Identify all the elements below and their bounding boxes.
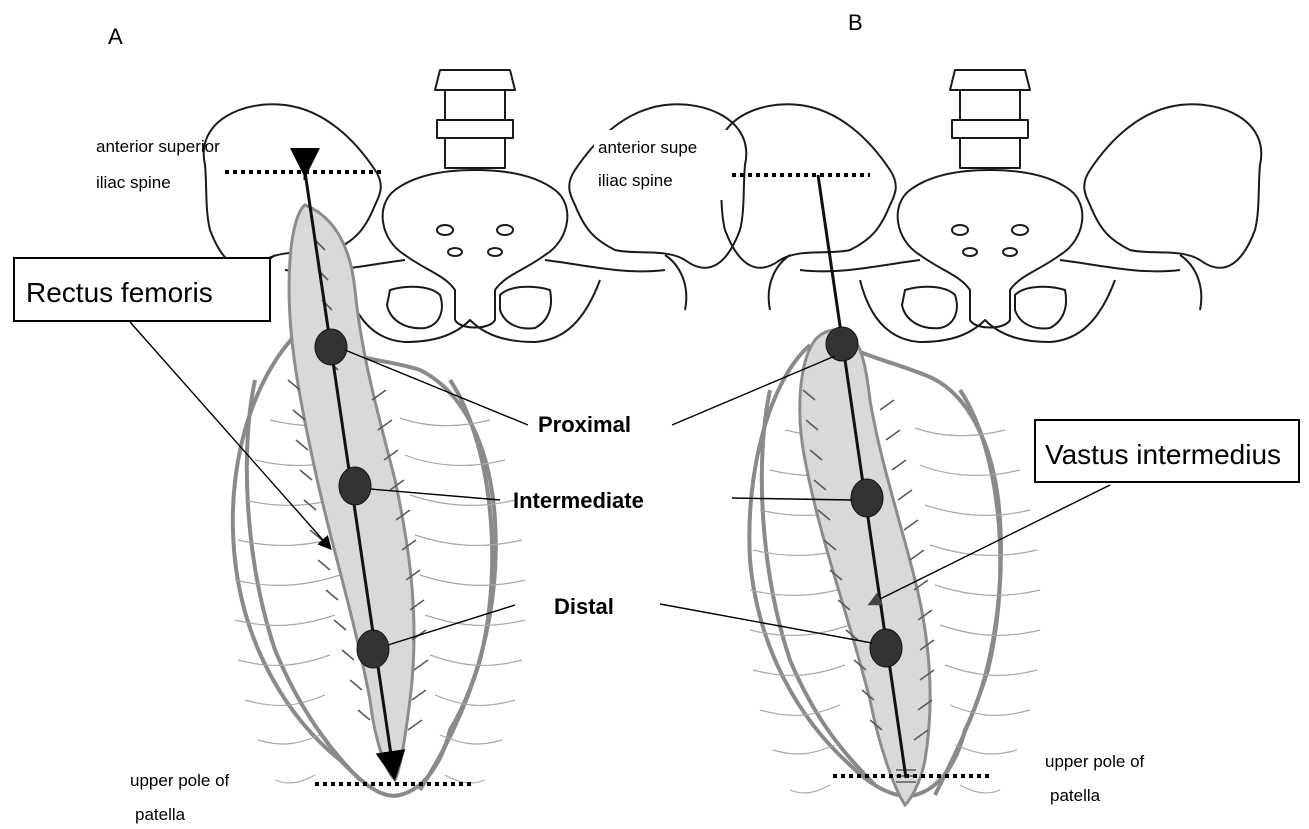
svg-text:patella: patella (135, 805, 186, 824)
asis-label-b: anterior supe (598, 138, 697, 157)
site-marker-distal-b (870, 629, 902, 667)
muscle-label-b: Vastus intermedius (1045, 439, 1281, 470)
site-marker-proximal-a (315, 329, 347, 365)
panel-letter-a: A (108, 24, 123, 49)
site-marker-intermediate-a (339, 467, 371, 505)
site-label-intermediate: Intermediate (513, 488, 644, 513)
patella-label-a-line2: patella (135, 805, 186, 824)
panel-b: B ante (594, 10, 1299, 805)
site-label-proximal: Proximal (538, 412, 631, 437)
thigh-drawing-a (233, 205, 525, 796)
muscle-label-a: Rectus femoris (26, 277, 213, 308)
patella-label-a: upper pole of (130, 771, 230, 790)
site-marker-distal-a (357, 630, 389, 668)
asis-label-a-line2: iliac spine (96, 173, 171, 192)
svg-text:iliac spine: iliac spine (598, 171, 673, 190)
site-marker-proximal-b (826, 327, 858, 361)
svg-text:iliac spine: iliac spine (96, 173, 171, 192)
site-marker-intermediate-b (851, 479, 883, 517)
thigh-drawing-b (749, 330, 1040, 805)
patella-label-b: upper pole of (1045, 752, 1145, 771)
patella-label-b-line2: patella (1050, 786, 1101, 805)
panel-letter-b: B (848, 10, 863, 35)
svg-text:patella: patella (1050, 786, 1101, 805)
asis-label-a: anterior superior (96, 137, 220, 156)
pelvis-drawing-b (719, 70, 1262, 342)
site-label-distal: Distal (554, 594, 614, 619)
pelvis-drawing-a (204, 70, 747, 342)
asis-label-b-line2: iliac spine (598, 171, 673, 190)
